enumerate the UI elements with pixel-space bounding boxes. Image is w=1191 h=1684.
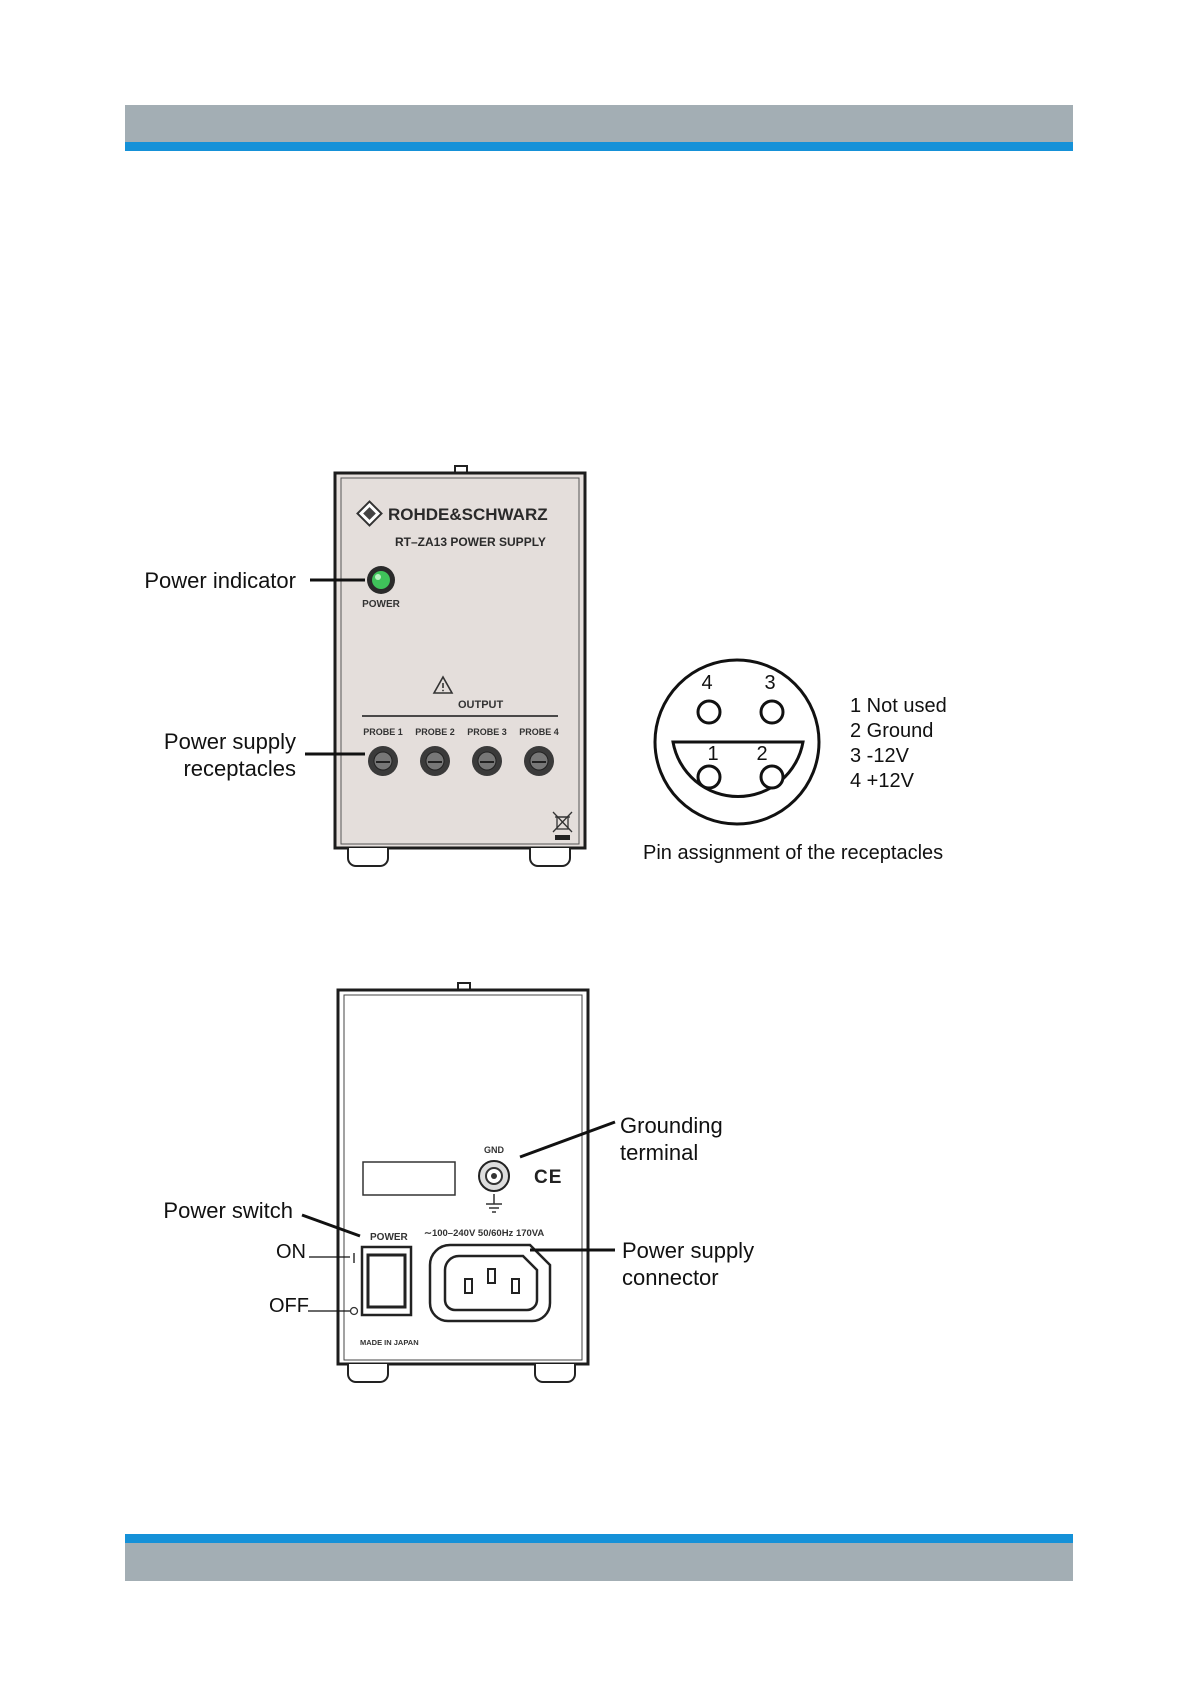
pin-diagram: 4 3 1 2 <box>653 658 821 826</box>
callout-on: ON <box>276 1241 306 1263</box>
footer-bar <box>125 1543 1073 1581</box>
pin-4 <box>696 699 722 725</box>
callout-connector-line1: Power supply <box>622 1238 755 1263</box>
made-in-label: MADE IN JAPAN <box>360 1338 419 1347</box>
callout-power-switch: Power switch <box>163 1198 293 1223</box>
rohde-schwarz-logo <box>356 500 383 527</box>
power-switch[interactable] <box>360 1245 413 1317</box>
warning-icon <box>432 675 454 694</box>
header-bar <box>125 105 1073 142</box>
pin-legend-1: 1 Not used <box>850 695 947 717</box>
pin-legend-3: 3 -12V <box>850 745 909 767</box>
pin-caption: Pin assignment of the receptacles <box>643 842 944 864</box>
callout-power-indicator: Power indicator <box>144 568 296 593</box>
pin-2 <box>759 764 785 790</box>
receptacle-3[interactable] <box>472 746 502 776</box>
power-supply-connector[interactable] <box>428 1243 552 1323</box>
gnd-label: GND <box>484 1145 505 1155</box>
label-plate <box>362 1161 456 1196</box>
callout-grounding-line1: Grounding <box>620 1113 723 1138</box>
rating-label: ∼100–240V 50/60Hz 170VA <box>424 1228 544 1239</box>
weee-bin-icon <box>552 811 573 840</box>
probe-1-label: PROBE 1 <box>363 727 403 737</box>
pin-legend-2: 2 Ground <box>850 720 934 742</box>
output-text: OUTPUT <box>458 699 504 711</box>
callout-grounding-line2: terminal <box>620 1140 699 1165</box>
receptacle-2[interactable] <box>420 746 450 776</box>
callout-connector-line2: connector <box>622 1265 719 1290</box>
ce-mark: CE <box>534 1167 562 1188</box>
receptacle-4[interactable] <box>524 746 554 776</box>
rear-power-label: POWER <box>370 1232 409 1243</box>
rear-panel: GND CE POWER ∼100–240V 50/60Hz 170VA <box>301 982 616 1383</box>
brand-text: ROHDE&SCHWARZ <box>388 505 548 524</box>
receptacle-1[interactable] <box>368 746 398 776</box>
front-panel: ROHDE&SCHWARZ RT–ZA13 POWER SUPPLY POWER… <box>305 465 587 867</box>
pin-1 <box>696 764 722 790</box>
pin-4-number: 4 <box>701 672 712 694</box>
front-power-label: POWER <box>362 599 401 610</box>
callout-off: OFF <box>269 1295 309 1317</box>
header-accent-bar <box>125 142 1073 151</box>
grounding-terminal[interactable] <box>478 1160 510 1192</box>
pin-2-number: 2 <box>756 743 767 765</box>
pin-legend-4: 4 +12V <box>850 770 914 792</box>
pin-3 <box>759 699 785 725</box>
pin-3-number: 3 <box>764 672 775 694</box>
probe-4-label: PROBE 4 <box>519 727 559 737</box>
footer-accent-bar <box>125 1534 1073 1543</box>
callout-receptacles-line2: receptacles <box>183 756 296 781</box>
pin-1-number: 1 <box>707 743 718 765</box>
callout-receptacles-line1: Power supply <box>163 729 296 754</box>
probe-3-label: PROBE 3 <box>467 727 507 737</box>
ground-symbol-icon <box>486 1194 502 1213</box>
probe-2-label: PROBE 2 <box>415 727 455 737</box>
model-text: RT–ZA13 POWER SUPPLY <box>395 535 546 549</box>
